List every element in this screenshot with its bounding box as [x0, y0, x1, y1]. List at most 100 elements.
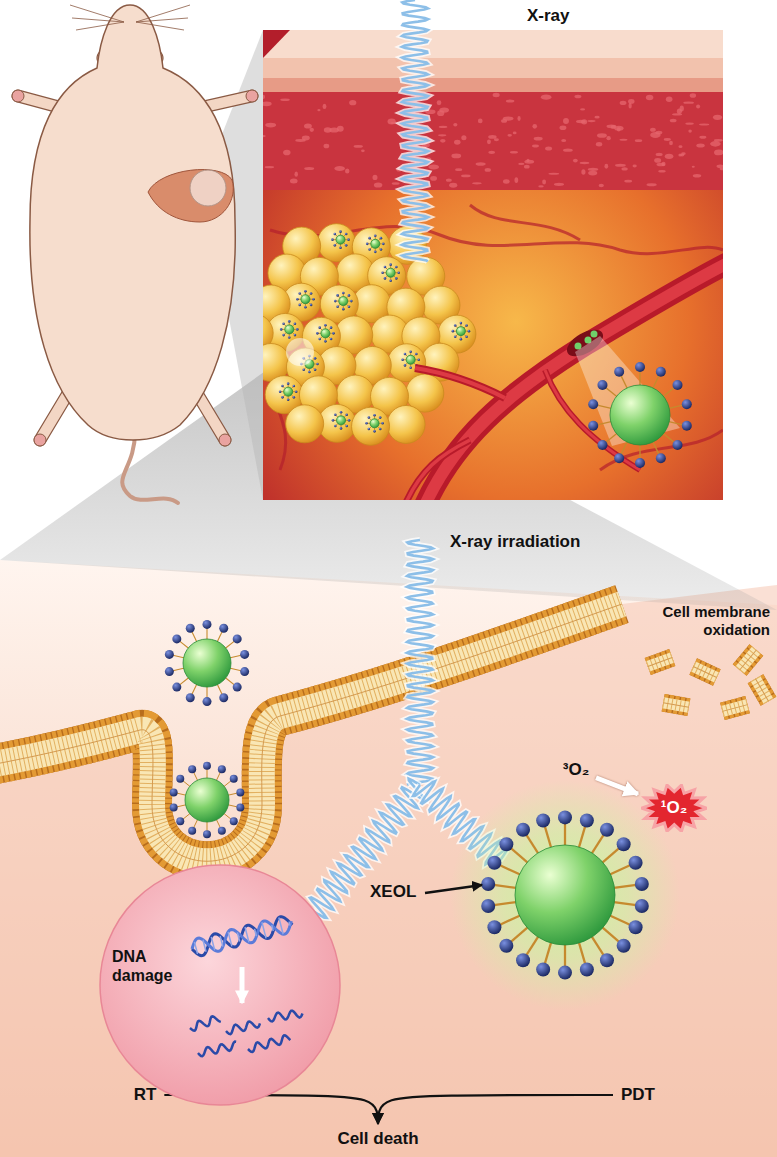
nanoparticle [332, 411, 351, 430]
figure-part [559, 125, 566, 130]
figure-part [460, 322, 463, 325]
figure-part [332, 332, 335, 335]
figure-part [654, 158, 661, 163]
figure-part [652, 375, 659, 389]
figure-part [545, 941, 552, 965]
figure-part [263, 30, 723, 500]
figure-part [678, 145, 682, 148]
figure-part [449, 183, 457, 188]
figure-part [203, 940, 206, 952]
figure-part [693, 667, 717, 678]
figure-part [233, 634, 242, 643]
figure-part [288, 336, 291, 339]
figure-part [665, 154, 674, 159]
figure-part [312, 298, 315, 301]
figure-part [507, 134, 512, 137]
figure-part [635, 899, 649, 913]
broken-dna [268, 1011, 303, 1022]
figure-part [714, 149, 723, 155]
figure-part [192, 921, 291, 951]
figure-part [629, 856, 643, 870]
figure-part [384, 277, 387, 280]
node-text: Cell death [337, 1129, 418, 1149]
figure-part [456, 327, 465, 336]
figure-part [217, 684, 222, 695]
figure-part [696, 105, 700, 109]
figure-part [173, 668, 185, 671]
figure-part [337, 416, 346, 425]
figure-part [635, 877, 649, 891]
broken-dna [198, 1042, 236, 1057]
figure-part [756, 679, 769, 702]
figure-part [246, 90, 258, 102]
figure-part [460, 338, 463, 341]
figure-part [233, 683, 242, 692]
figure-part [518, 163, 524, 165]
figure-part [722, 705, 747, 712]
xray-label: X-ray [527, 6, 570, 26]
figure-part [614, 367, 624, 377]
figure-part [597, 133, 607, 138]
figure-part [173, 655, 185, 658]
figure-part [283, 150, 290, 156]
figure-part [461, 135, 466, 140]
figure-part [310, 128, 314, 132]
node-text: PDT [621, 1085, 655, 1105]
figure-part [389, 279, 392, 282]
figure-part [693, 174, 702, 177]
figure-part [740, 650, 757, 670]
figure-part [532, 145, 539, 148]
figure-part [122, 432, 178, 503]
figure-part [588, 421, 598, 431]
tumor-cell [352, 407, 390, 445]
figure-part [575, 336, 680, 446]
figure-part [756, 679, 769, 702]
figure-part [194, 819, 198, 828]
figure-part [294, 334, 297, 337]
figure-part [526, 834, 539, 855]
figure-part [236, 804, 244, 812]
figure-part [180, 677, 190, 685]
figure-part [76, 22, 124, 30]
figure-part [236, 788, 244, 796]
figure-part [526, 935, 539, 956]
figure-part [580, 162, 590, 164]
figure-part [662, 433, 674, 443]
figure-part [348, 419, 351, 422]
figure-part [289, 922, 290, 926]
figure-part [170, 804, 178, 812]
figure-part [648, 658, 672, 667]
figure-part [192, 917, 292, 956]
figure-part [318, 338, 321, 341]
figure-part [402, 0, 428, 262]
figure-part [194, 942, 197, 954]
figure-part [663, 703, 689, 708]
figure-part [621, 375, 628, 389]
membrane-fragment [693, 667, 717, 678]
figure-part [516, 823, 530, 837]
figure-part [192, 631, 197, 642]
figure-part [688, 129, 692, 132]
figure-part [465, 324, 468, 327]
figure-part [499, 939, 513, 953]
figure-part [696, 144, 704, 148]
figure-part [621, 441, 628, 455]
figure-part [563, 118, 569, 124]
figure-part [220, 936, 223, 947]
figure-part [263, 30, 723, 58]
figure-part [591, 331, 598, 338]
figure-part [176, 775, 184, 783]
figure-part [318, 326, 321, 329]
figure-part [229, 668, 241, 671]
figure-part [206, 686, 207, 698]
figure-part [690, 93, 696, 98]
figure-part [494, 138, 499, 141]
figure-part [310, 304, 313, 307]
figure-part [186, 693, 195, 702]
figure-part [279, 917, 283, 934]
figure-part [263, 135, 266, 137]
figure-part [554, 183, 564, 186]
figure-part [314, 368, 317, 371]
figure-part [334, 233, 337, 236]
